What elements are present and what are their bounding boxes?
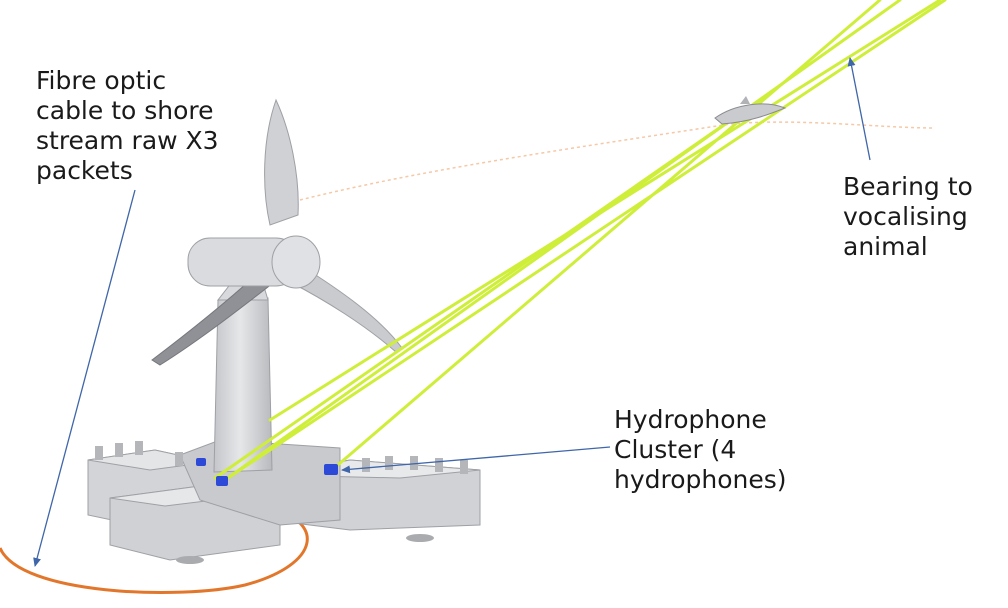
hydrophone-arrow	[341, 446, 611, 474]
bearing-beams	[213, 0, 947, 484]
bearing-arrow	[847, 57, 871, 161]
fibre-label-line: packets	[36, 156, 133, 185]
hydrophone-label-line: Cluster (4	[614, 435, 737, 464]
fibre-arrow	[33, 189, 136, 567]
turbine-base	[87, 439, 481, 564]
fibre-label-line: cable to shore	[36, 96, 214, 125]
hydrophone-cluster-label: Hydrophone Cluster (4 hydrophones)	[614, 405, 787, 495]
fibre-cable-arc	[0, 503, 309, 594]
bearing-label: Bearing to vocalising animal	[843, 172, 973, 262]
fibre-cable-label: Fibre optic cable to shore stream raw X3…	[36, 66, 219, 186]
turbine-rotor	[151, 98, 403, 366]
hydrophone-cluster-icon	[196, 458, 338, 486]
bearing-label-line: animal	[843, 232, 928, 261]
fibre-label-line: Fibre optic	[36, 66, 167, 95]
bearing-label-line: Bearing to	[843, 172, 973, 201]
animal-track	[299, 121, 936, 201]
bearing-label-line: vocalising	[843, 202, 968, 231]
fibre-label-line: stream raw X3	[36, 126, 219, 155]
hydrophone-label-line: Hydrophone	[614, 405, 767, 434]
hydrophone-label-line: hydrophones)	[614, 465, 787, 494]
porpoise-icon	[714, 96, 787, 125]
